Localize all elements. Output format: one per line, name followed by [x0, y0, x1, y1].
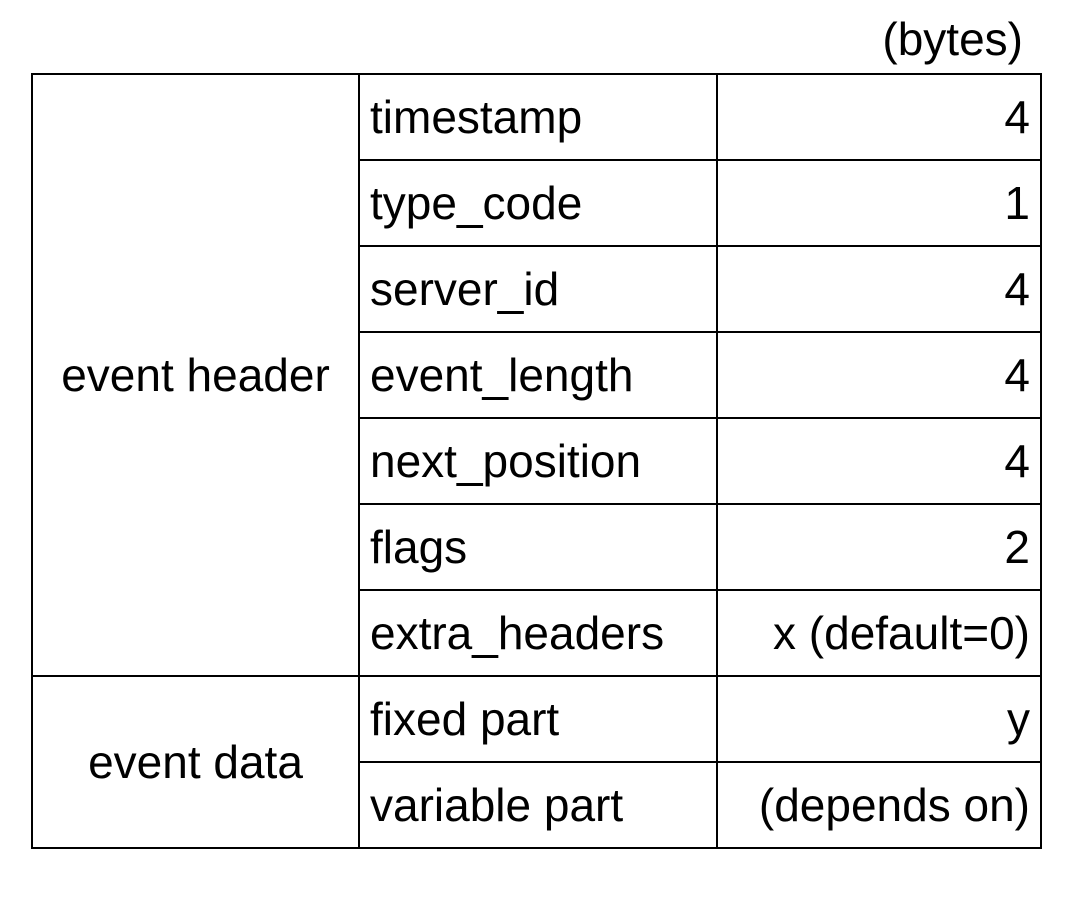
field-name: fixed part [358, 675, 718, 763]
field-name: timestamp [358, 73, 718, 161]
table-row: event_length 4 [32, 331, 1042, 419]
table-row: server_id 4 [32, 245, 1042, 333]
table-row: variable part (depends on) [32, 761, 1042, 849]
field-name: server_id [358, 245, 718, 333]
field-size: 1 [716, 159, 1042, 247]
field-size: x (default=0) [716, 589, 1042, 677]
table-row: event data fixed part y [31, 675, 1042, 849]
field-size: 4 [716, 331, 1042, 419]
field-name: variable part [358, 761, 718, 849]
field-size: 2 [716, 503, 1042, 591]
field-name: type_code [358, 159, 718, 247]
unit-label: (bytes) [882, 13, 1023, 65]
field-name: flags [358, 503, 718, 591]
field-name: extra_headers [358, 589, 718, 677]
table-row: flags 2 [32, 503, 1042, 591]
event-structure-table: event header timestamp 4 type_code 1 ser… [31, 73, 1042, 849]
field-size: 4 [716, 245, 1042, 333]
table-row: next_position 4 [32, 417, 1042, 505]
group-label-event-data: event data [31, 675, 360, 849]
table-row: event header timestamp 4 [31, 73, 1042, 677]
field-size: 4 [716, 73, 1042, 161]
field-name: event_length [358, 331, 718, 419]
field-size: y [716, 675, 1042, 763]
field-size: 4 [716, 417, 1042, 505]
table-row: extra_headers x (default=0) [32, 589, 1042, 677]
field-size: (depends on) [716, 761, 1042, 849]
table-row: type_code 1 [32, 159, 1042, 247]
group-label-event-header: event header [31, 73, 360, 677]
field-name: next_position [358, 417, 718, 505]
